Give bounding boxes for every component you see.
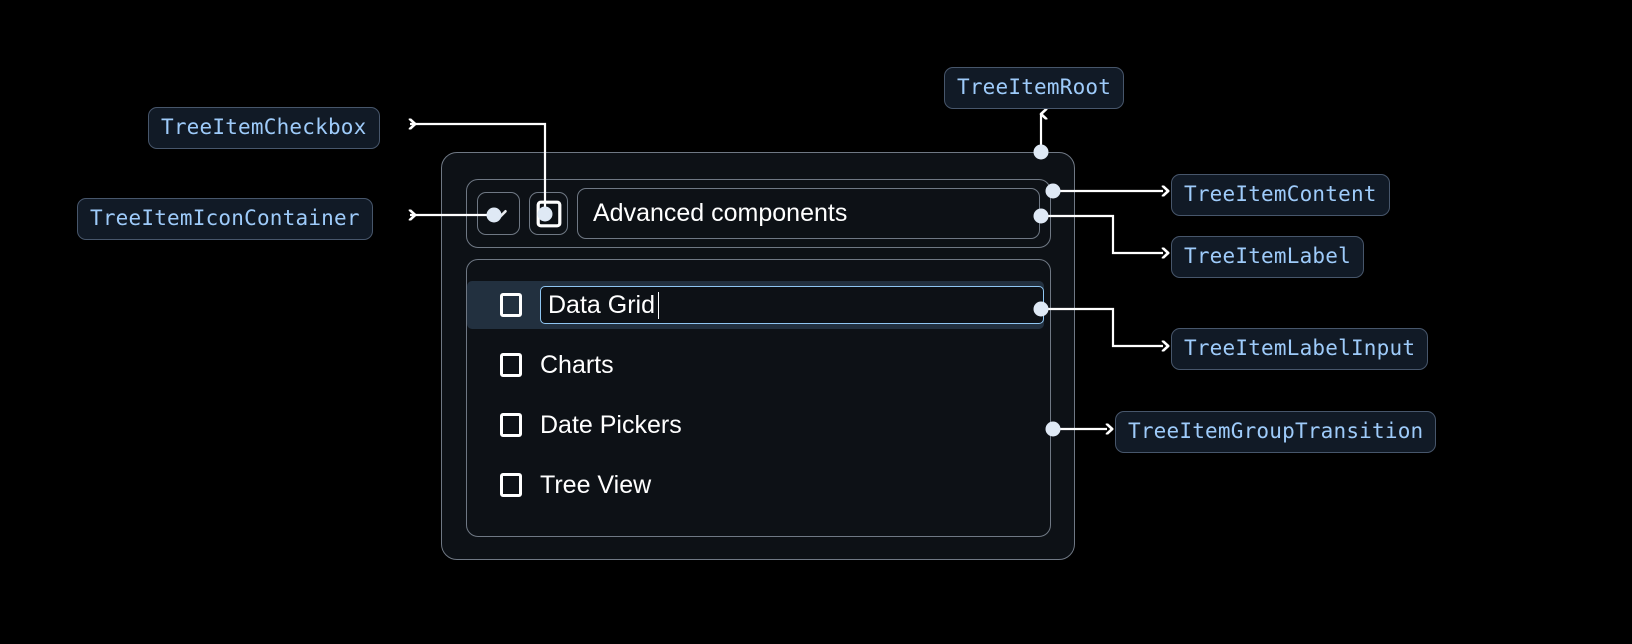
tree-item-child-row[interactable]: Tree View xyxy=(467,461,1050,509)
annotation-tree-item-group-transition: TreeItemGroupTransition xyxy=(1115,411,1437,453)
annotation-tree-item-root: TreeItemRoot xyxy=(944,67,1125,109)
tree-item-child-label: Charts xyxy=(540,350,614,379)
tree-item-content[interactable]: Advanced components xyxy=(466,179,1051,248)
checkbox-unchecked-icon[interactable] xyxy=(500,413,522,437)
tree-item-group-transition: Data Grid Charts Date Pickers Tree View xyxy=(466,259,1051,537)
tree-item-root[interactable]: Advanced components Data Grid Charts Dat… xyxy=(441,152,1075,560)
tree-item-checkbox[interactable] xyxy=(529,192,568,235)
annotation-tree-item-content: TreeItemContent xyxy=(1171,174,1390,216)
tree-item-child-label: Date Pickers xyxy=(540,410,682,439)
tree-item-label-input-value: Data Grid xyxy=(548,290,655,319)
tree-item-child-row[interactable]: Date Pickers xyxy=(467,401,1050,449)
tree-item-child-label: Tree View xyxy=(540,470,652,499)
annotation-tree-item-checkbox: TreeItemCheckbox xyxy=(148,107,380,149)
tree-item-label[interactable]: Advanced components xyxy=(577,188,1040,239)
tree-item-label-input[interactable]: Data Grid xyxy=(540,286,1044,324)
tree-item-child-row[interactable]: Charts xyxy=(467,341,1050,389)
checkbox-unchecked-icon[interactable] xyxy=(500,353,522,377)
checkbox-unchecked-icon[interactable] xyxy=(500,293,522,317)
chevron-down-icon xyxy=(486,201,512,227)
checkbox-unchecked-icon[interactable] xyxy=(500,473,522,497)
tree-item-label-text: Advanced components xyxy=(593,199,848,227)
annotation-tree-item-label: TreeItemLabel xyxy=(1171,236,1364,278)
annotation-tree-item-label-input: TreeItemLabelInput xyxy=(1171,328,1429,370)
tree-item-child-row[interactable]: Data Grid xyxy=(467,281,1044,329)
tree-item-icon-container[interactable] xyxy=(477,192,520,235)
text-caret xyxy=(657,291,660,319)
annotation-tree-item-icon-container: TreeItemIconContainer xyxy=(77,198,373,240)
checkbox-unchecked-icon xyxy=(536,200,562,228)
